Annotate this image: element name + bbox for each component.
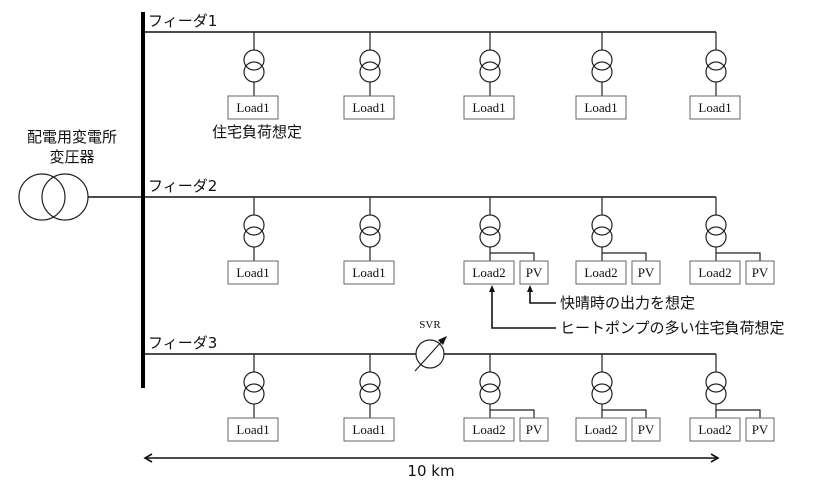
load-label: Load1 bbox=[352, 100, 385, 115]
pv-annotation: 快晴時の出力を想定 bbox=[560, 294, 695, 312]
pole-transformer-icon bbox=[243, 49, 265, 83]
pv-branch-line bbox=[490, 252, 535, 261]
load-label: Load2 bbox=[698, 422, 731, 437]
pv-branch-line bbox=[716, 409, 761, 418]
load-box bbox=[343, 417, 395, 442]
feeder-3-node: Load2 PV bbox=[689, 354, 775, 442]
feeder-3-node: Load2 PV bbox=[463, 354, 549, 442]
pv-box bbox=[745, 417, 775, 442]
pole-transformer-icon bbox=[705, 49, 727, 83]
load2-annotation: ヒートポンプの多い住宅負荷想定 bbox=[560, 319, 785, 337]
load-label: Load1 bbox=[584, 100, 617, 115]
feeder-2-node: Load2 PV bbox=[463, 197, 549, 285]
load-box bbox=[689, 417, 741, 442]
pv-label: PV bbox=[752, 265, 769, 280]
pole-transformer-icon bbox=[705, 371, 727, 405]
pv-branch-line bbox=[716, 252, 761, 261]
feeder-3-node: Load1 bbox=[227, 354, 279, 442]
load-box bbox=[463, 95, 515, 120]
pole-transformer-icon bbox=[591, 49, 613, 83]
feeder-1-label: フィーダ1 bbox=[148, 12, 217, 30]
feeder-2-node: Load1 bbox=[227, 197, 279, 285]
feeder-2-label: フィーダ2 bbox=[148, 177, 217, 195]
feeder-1-node: Load1 bbox=[343, 32, 395, 120]
pv-box bbox=[631, 417, 661, 442]
pv-label: PV bbox=[526, 265, 543, 280]
load-box bbox=[227, 260, 279, 285]
pole-transformer-icon bbox=[479, 214, 501, 248]
svr-regulator-icon bbox=[414, 336, 447, 372]
load-box bbox=[575, 417, 627, 442]
feeder-2: Load1 Load1 Load2 PV Load2 PV Load2 PV bbox=[143, 196, 775, 285]
pole-transformer-icon bbox=[479, 371, 501, 405]
pole-transformer-icon bbox=[479, 49, 501, 83]
pv-branch-line bbox=[490, 409, 535, 418]
feeder-3: Load1 Load1 Load2 PV Load2 PV Load2 PV bbox=[143, 336, 775, 442]
feeder-2-node: Load2 PV bbox=[689, 197, 775, 285]
feeder-1: Load1 Load1 Load1 Load1 Load1 bbox=[143, 31, 741, 120]
load-box bbox=[463, 417, 515, 442]
feeder-1-node: Load1 bbox=[689, 32, 741, 120]
pole-transformer-icon bbox=[359, 214, 381, 248]
load-label: Load1 bbox=[698, 100, 731, 115]
pv-box bbox=[519, 417, 549, 442]
substation-transformer-icon bbox=[18, 173, 89, 221]
load-box bbox=[227, 417, 279, 442]
load-label: Load2 bbox=[472, 422, 505, 437]
load-label: Load1 bbox=[352, 265, 385, 280]
pole-transformer-icon bbox=[591, 371, 613, 405]
pv-label: PV bbox=[752, 422, 769, 437]
pole-transformer-icon bbox=[591, 214, 613, 248]
pv-box bbox=[519, 260, 549, 285]
feeder-3-label: フィーダ3 bbox=[148, 334, 217, 352]
svr-label: SVR bbox=[419, 319, 441, 331]
substation-label-line2: 変圧器 bbox=[49, 148, 94, 166]
pole-transformer-icon bbox=[243, 371, 265, 405]
pv-label: PV bbox=[638, 265, 655, 280]
feeder-2-node: Load2 PV bbox=[575, 197, 661, 285]
load-box bbox=[575, 95, 627, 120]
feeder-1-node: Load1 bbox=[463, 32, 515, 120]
load-label: Load1 bbox=[236, 265, 269, 280]
feeder-2-node: Load1 bbox=[343, 197, 395, 285]
load-box bbox=[689, 260, 741, 285]
substation-label-line1: 配電用変電所 bbox=[27, 128, 117, 146]
load-label: Load1 bbox=[352, 422, 385, 437]
pole-transformer-icon bbox=[705, 214, 727, 248]
pv-branch-line bbox=[602, 252, 647, 261]
pole-transformer-icon bbox=[359, 49, 381, 83]
pole-transformer-icon bbox=[359, 371, 381, 405]
feeder-3-node: Load1 bbox=[343, 354, 395, 442]
load-label: Load2 bbox=[584, 265, 617, 280]
load-label: Load1 bbox=[236, 100, 269, 115]
pv-label: PV bbox=[526, 422, 543, 437]
pv-box bbox=[631, 260, 661, 285]
load-label: Load1 bbox=[236, 422, 269, 437]
pv-branch-line bbox=[602, 409, 647, 418]
feeder-1-node: Load1 bbox=[227, 32, 279, 120]
distance-dimension-arrow bbox=[143, 453, 720, 463]
load-box bbox=[689, 95, 741, 120]
load1-annotation: 住宅負荷想定 bbox=[212, 123, 302, 141]
feeder-3-node: Load2 PV bbox=[575, 354, 661, 442]
load-label: Load1 bbox=[472, 100, 505, 115]
load2-annotation-arrow bbox=[489, 285, 556, 329]
load-box bbox=[227, 95, 279, 120]
load-box bbox=[463, 260, 515, 285]
pole-transformer-icon bbox=[243, 214, 265, 248]
feeder-1-node: Load1 bbox=[575, 32, 627, 120]
distance-label: 10 km bbox=[407, 462, 454, 480]
pv-annotation-arrow bbox=[527, 285, 556, 304]
load-box bbox=[575, 260, 627, 285]
load-label: Load2 bbox=[472, 265, 505, 280]
load-label: Load2 bbox=[698, 265, 731, 280]
pv-label: PV bbox=[638, 422, 655, 437]
load-box bbox=[343, 95, 395, 120]
load-box bbox=[343, 260, 395, 285]
pv-box bbox=[745, 260, 775, 285]
load-label: Load2 bbox=[584, 422, 617, 437]
